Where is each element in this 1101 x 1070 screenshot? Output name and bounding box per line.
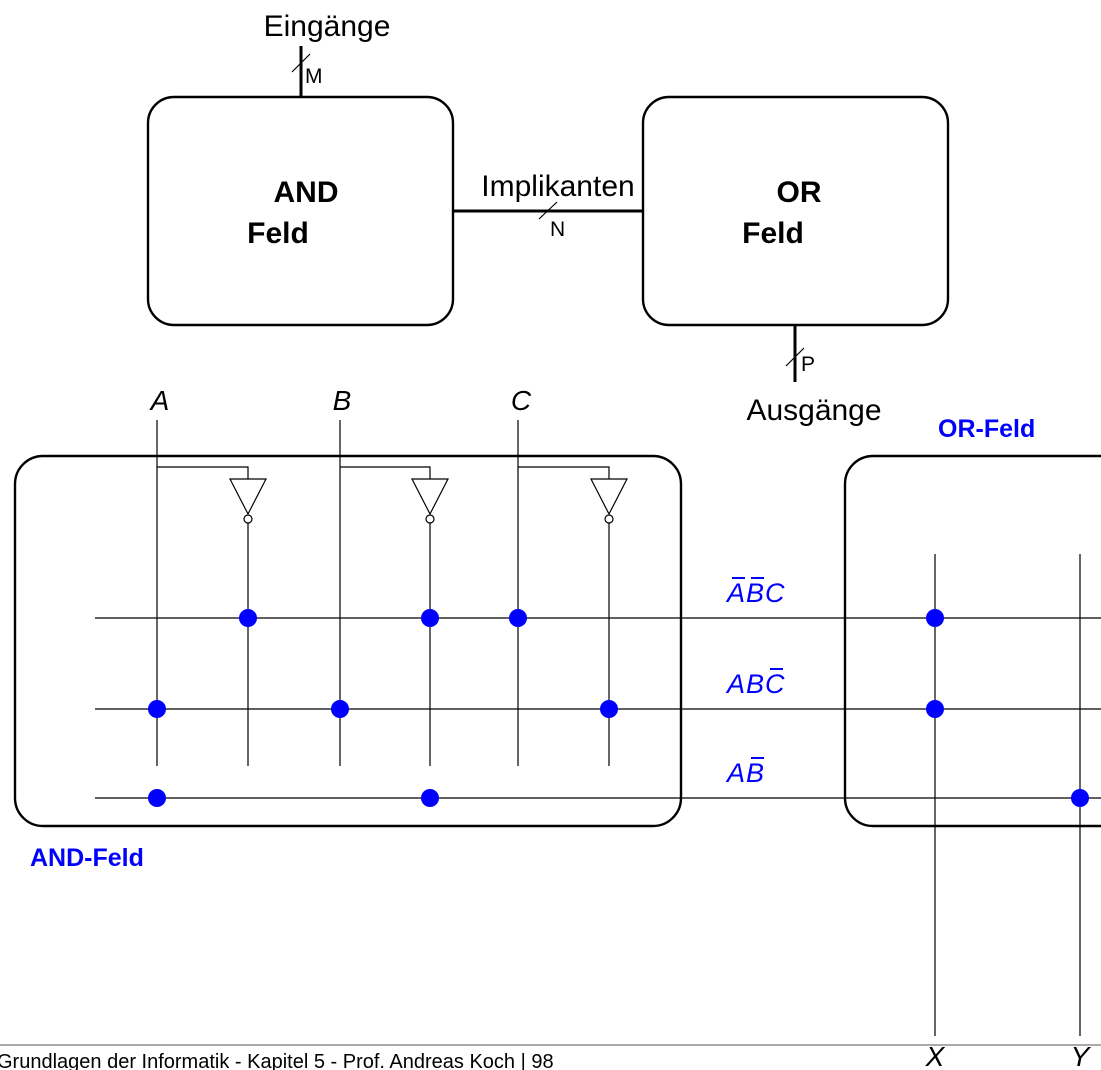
output-bus-slash (785, 347, 805, 367)
branch-a (157, 466, 249, 479)
pla-array: AND-Feld OR-Feld A B C X Y (13, 385, 1101, 1070)
outputs-label: Ausgänge (746, 394, 881, 427)
and-array-label: AND-Feld (30, 844, 144, 872)
term-1-literal-b: B (746, 578, 764, 608)
or-array-box (843, 454, 1101, 828)
implicant-bus-slash (538, 201, 558, 220)
inverter-a (229, 478, 267, 524)
term-1-literal-a: A (725, 578, 745, 608)
implicants-label: Implikanten (481, 170, 634, 203)
term-1-literal-c: C (765, 578, 785, 608)
or-block-title: OR (777, 176, 822, 209)
or-block-subtitle: Feld (742, 217, 804, 250)
input-label-c: C (511, 385, 532, 416)
output-label-y: Y (1071, 1041, 1092, 1070)
and-block (146, 95, 455, 327)
and-block-subtitle: Feld (247, 217, 309, 250)
term-3-literal-a: A (725, 758, 745, 788)
connection-dot-a-bar-term-1 (239, 609, 257, 627)
block-diagram: AND Feld OR Feld Eingänge M Implikanten … (146, 10, 950, 427)
input-bus-slash (291, 53, 311, 73)
connection-dot-x-term-1 (926, 609, 944, 627)
branch-b (340, 466, 431, 479)
or-array-label: OR-Feld (938, 415, 1035, 443)
outputs-width: P (801, 353, 815, 376)
branch-c (518, 466, 610, 479)
term-2-literal-c: C (765, 669, 785, 699)
connection-dot-y-term-3 (1071, 789, 1089, 807)
term-3-literal-b: B (746, 758, 764, 788)
inputs-width: M (305, 65, 323, 88)
input-label-a: A (149, 385, 170, 416)
term-2-literal-a: A (725, 669, 745, 699)
connection-dot-a-term-3 (148, 789, 166, 807)
input-label-b: B (333, 385, 352, 416)
connection-dots (148, 609, 1089, 807)
output-label-x: X (925, 1041, 946, 1070)
inverter-b (411, 478, 449, 524)
connection-dot-b-bar-term-3 (421, 789, 439, 807)
inverter-c (590, 478, 628, 524)
or-block (641, 95, 950, 327)
connection-dot-b-term-2 (331, 700, 349, 718)
implicants-width: N (550, 218, 565, 241)
connection-dot-c-term-1 (509, 609, 527, 627)
and-array-box (13, 454, 683, 828)
connection-dot-x-term-2 (926, 700, 944, 718)
footer-text: Grundlagen der Informatik - Kapitel 5 - … (0, 1051, 554, 1070)
connection-dot-a-term-2 (148, 700, 166, 718)
connection-dot-c-bar-term-2 (600, 700, 618, 718)
connection-dot-b-bar-term-1 (421, 609, 439, 627)
and-block-title: AND (274, 176, 339, 209)
inputs-label: Eingänge (264, 10, 391, 43)
term-2-literal-b: B (746, 669, 764, 699)
